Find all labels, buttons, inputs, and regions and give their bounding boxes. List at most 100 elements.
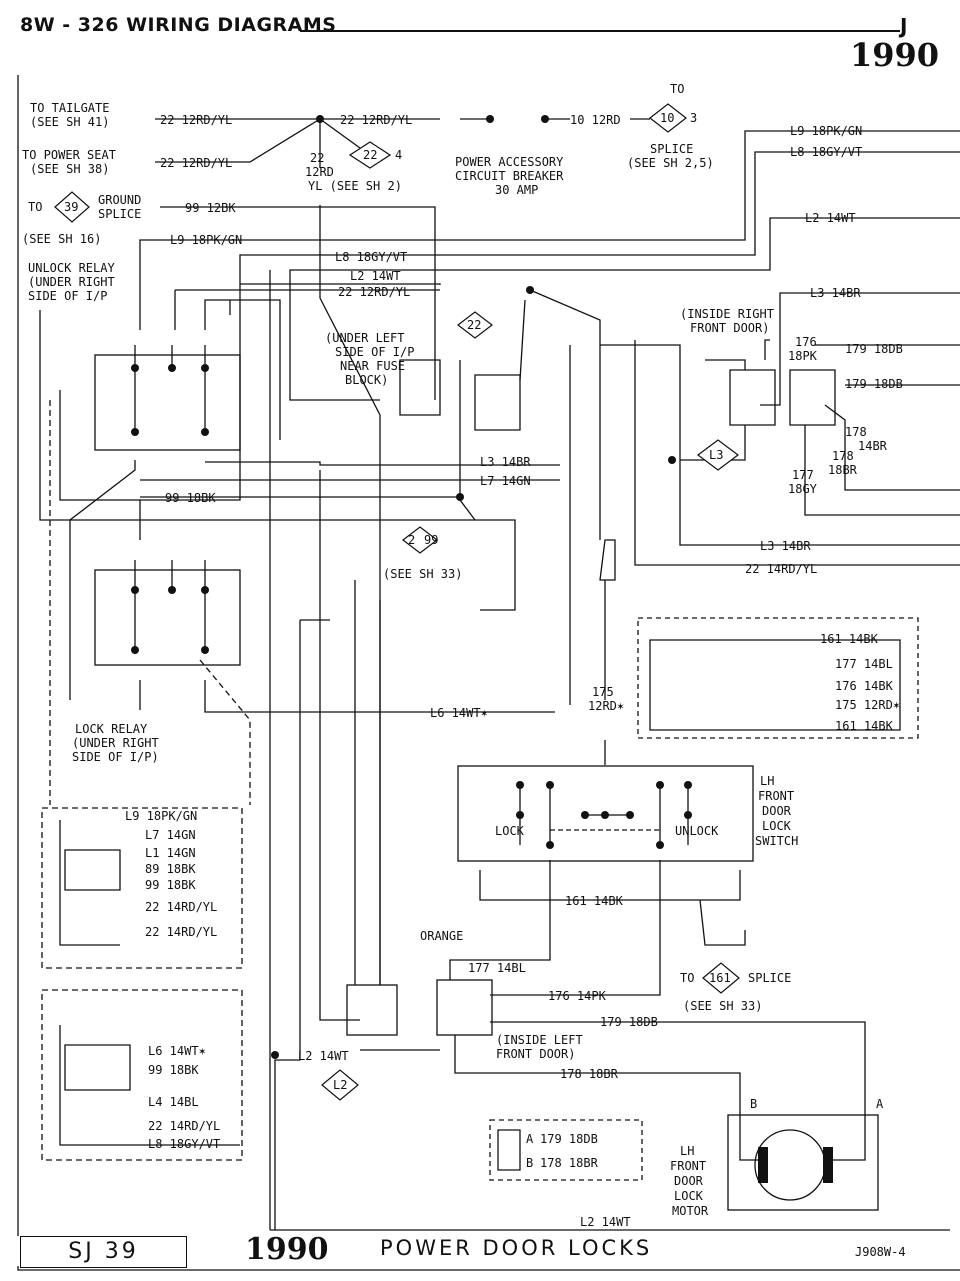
- label-pacb-1: POWER ACCESSORY: [455, 155, 564, 169]
- wire-22-12rdyl-b: 22 12RD/YL: [340, 113, 412, 127]
- label-inside-left-1: (INSIDE LEFT: [496, 1033, 583, 1047]
- label-ground-to: TO: [28, 200, 42, 214]
- label-switch-5: SWITCH: [755, 834, 798, 848]
- sw-175: 175 12RD✶: [835, 698, 900, 712]
- wire-l9-left: L9 18PK/GN: [170, 233, 242, 247]
- label-orange: ORANGE: [420, 929, 463, 943]
- label-splice: SPLICE: [650, 142, 693, 156]
- diamond-l2: L2: [333, 1078, 347, 1092]
- label-fuse-3: NEAR FUSE: [340, 359, 405, 373]
- label-lock-relay: LOCK RELAY: [75, 722, 148, 736]
- label-switch-1: LH: [760, 774, 774, 788]
- sw-161b: 161 14BK: [835, 719, 894, 733]
- sw-161: 161 14BK: [820, 632, 879, 646]
- label-see-sh-2: YL (SEE SH 2): [308, 179, 402, 193]
- wire-l2-bot: L2 14WT: [298, 1049, 349, 1063]
- label-to-tailgate: TO TAILGATE: [30, 101, 109, 115]
- wire-l2-top: L2 14WT: [805, 211, 856, 225]
- wire-161-14bk: 161 14BK: [565, 894, 624, 908]
- label-switch-4: LOCK: [762, 819, 792, 833]
- label-motor-1: LH: [680, 1144, 694, 1158]
- diamond-10: 10: [660, 111, 674, 125]
- wire-l3-14br-a: L3 14BR: [480, 455, 531, 469]
- box1-l9: L9 18PK/GN: [125, 809, 197, 823]
- mot-178: 178 18BR: [540, 1156, 599, 1170]
- label-switch-3: DOOR: [762, 804, 792, 818]
- box2-22: 22 14RD/YL: [148, 1119, 220, 1133]
- label-unlock-relay-3: SIDE OF I/P: [28, 289, 107, 303]
- label-see-sh-16: (SEE SH 16): [22, 232, 101, 246]
- diagram-labels: TO TAILGATE (SEE SH 41) 22 12RD/YL 22 12…: [22, 82, 903, 1229]
- wire-l7-14gn: L7 14GN: [480, 474, 531, 488]
- mot-179: 179 18DB: [540, 1132, 598, 1146]
- box1-99: 99 18BK: [145, 878, 196, 892]
- label-unlock: UNLOCK: [675, 824, 719, 838]
- label-unlock-relay: UNLOCK RELAY: [28, 261, 115, 275]
- label-fuse-2: SIDE OF I/P: [335, 345, 414, 359]
- label-fuse-1: (UNDER LEFT: [325, 331, 404, 345]
- wire-99-18bk: 99 18BK: [165, 491, 216, 505]
- label-inside-left-2: FRONT DOOR): [496, 1047, 575, 1061]
- wire-10-12rd: 10 12RD: [570, 113, 621, 127]
- section-header: 8W - 326 WIRING DIAGRAMS: [20, 14, 337, 36]
- header-letter: J: [900, 14, 908, 38]
- label-to-power-seat: TO POWER SEAT: [22, 148, 116, 162]
- box1-89: 89 18BK: [145, 862, 196, 876]
- box2-l6: L6 14WT✶: [148, 1044, 206, 1058]
- wire-l2-mid: L2 14WT: [350, 269, 401, 283]
- wire-179-18db: 179 18DB: [600, 1015, 658, 1029]
- wire-l3-top: L3 14BR: [810, 286, 861, 300]
- diagram-title: POWER DOOR LOCKS: [380, 1236, 653, 1260]
- wire-l8-top: L8 18GY/VT: [790, 145, 862, 159]
- diamond-4: 4: [395, 148, 402, 162]
- wire-99-12bk: 99 12BK: [185, 201, 236, 215]
- footer-year: 1990: [245, 1232, 329, 1267]
- label-see-sh-33-b: (SEE SH 33): [683, 999, 762, 1013]
- label-see-sh-38: (SEE SH 38): [30, 162, 109, 176]
- wire-l3-14br-b: L3 14BR: [760, 539, 811, 553]
- label-see-sh-25: (SEE SH 2,5): [627, 156, 714, 170]
- wire-l9-top: L9 18PK/GN: [790, 124, 862, 138]
- box1-22b: 22 14RD/YL: [145, 925, 217, 939]
- label-14br: 14BR: [858, 439, 888, 453]
- diamond-l3: L3: [709, 448, 723, 462]
- label-motor-5: MOTOR: [672, 1204, 709, 1218]
- pin-b-conn: B: [526, 1156, 533, 1170]
- box1-22a: 22 14RD/YL: [145, 900, 217, 914]
- wire-22-12rdyl-c: 22 12RD/YL: [160, 156, 232, 170]
- label-ground: GROUND: [98, 193, 141, 207]
- label-see-sh-41: (SEE SH 41): [30, 115, 109, 129]
- label-splice161-to: TO: [680, 971, 694, 985]
- wire-22-12rdyl-a: 22 12RD/YL: [160, 113, 232, 127]
- box2-l8: L8 18GY/VT: [148, 1137, 220, 1151]
- wire-22-mid: 22 12RD/YL: [338, 285, 410, 299]
- label-pacb-3: 30 AMP: [495, 183, 538, 197]
- diamond-22: 22: [363, 148, 377, 162]
- label-inside-right-1: (INSIDE RIGHT: [680, 307, 774, 321]
- header-year: 1990: [850, 36, 940, 74]
- wire-179-r1: 179 18DB: [845, 342, 903, 356]
- label-lock-relay-3: SIDE OF I/P): [72, 750, 159, 764]
- label-178-c: 178: [832, 449, 854, 463]
- label-switch-2: FRONT: [758, 789, 794, 803]
- label-v22: 22: [310, 151, 324, 165]
- pin-a-conn: A: [526, 1132, 534, 1146]
- wire-177-14bl: 177 14BL: [468, 961, 526, 975]
- wire-l6-14wt: L6 14WT✶: [430, 706, 488, 720]
- sw-177: 177 14BL: [835, 657, 893, 671]
- wire-22-14rdyl-r: 22 14RD/YL: [745, 562, 817, 576]
- label-inside-right-2: FRONT DOOR): [690, 321, 769, 335]
- pin-a: A: [876, 1097, 884, 1111]
- diamond-2: 2: [408, 533, 415, 547]
- label-motor-2: FRONT: [670, 1159, 706, 1173]
- label-12rd: 12RD✶: [588, 699, 624, 713]
- label-unlock-relay-2: (UNDER RIGHT: [28, 275, 115, 289]
- box2-99: 99 18BK: [148, 1063, 199, 1077]
- label-see-sh-33-a: (SEE SH 33): [383, 567, 462, 581]
- diamond-39: 39: [64, 200, 78, 214]
- figure-code: J908W-4: [855, 1245, 906, 1259]
- diamond-161: 161: [709, 971, 731, 985]
- label-18pk: 18PK: [788, 349, 818, 363]
- label-v12rd: 12RD: [305, 165, 334, 179]
- label-pacb-2: CIRCUIT BREAKER: [455, 169, 564, 183]
